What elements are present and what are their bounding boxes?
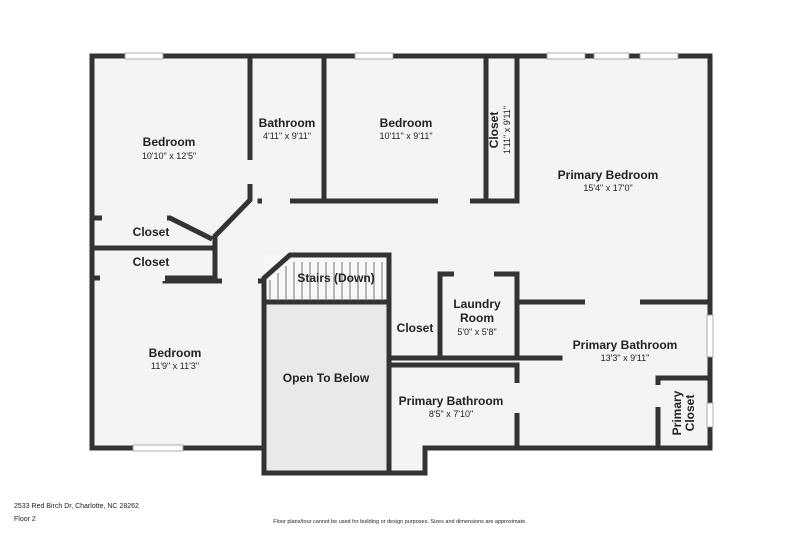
room-label: Bedroom	[380, 116, 433, 130]
room-label: Bathroom	[259, 116, 316, 130]
room-dims: 15'4" x 17'0"	[583, 183, 632, 193]
room-label: Closet	[487, 112, 501, 149]
room-dims: 10'10" x 12'5"	[142, 151, 196, 161]
room-label: Bedroom	[149, 346, 202, 360]
room-dims: 13'3" x 9'11"	[601, 353, 650, 363]
room-label: Closet	[683, 395, 697, 432]
room-label: Primary Bathroom	[573, 338, 678, 352]
room-label: Primary	[670, 390, 684, 435]
window	[124, 52, 164, 60]
room-label: Closet	[133, 225, 170, 239]
stair-treads	[269, 262, 383, 299]
windows	[124, 52, 714, 452]
room-label: Primary Bedroom	[558, 168, 659, 182]
floor-area	[92, 56, 710, 473]
room-label: Closet	[397, 321, 434, 335]
room-labels: Bedroom 10'10" x 12'5" Bathroom 4'11" x …	[133, 106, 697, 435]
room-dims: 1'11" x 9'11"	[502, 106, 512, 154]
open-to-below-area	[264, 302, 389, 473]
room-label: Room	[460, 311, 494, 325]
room-label: Stairs (Down)	[297, 271, 374, 285]
window	[706, 314, 714, 358]
window	[546, 52, 586, 60]
room-label: Bedroom	[143, 135, 196, 149]
door-openings	[100, 160, 661, 413]
window	[593, 52, 630, 60]
window	[706, 402, 714, 428]
room-label: Open To Below	[283, 371, 370, 385]
room-dims: 8'5" x 7'10"	[429, 409, 473, 419]
address-text: 2533 Red Birch Dr, Charlotte, NC 28262	[14, 503, 139, 510]
room-label: Primary Bathroom	[399, 394, 504, 408]
window	[354, 52, 394, 60]
window	[132, 444, 184, 452]
room-dims: 4'11" x 9'11"	[263, 131, 311, 141]
room-dims: 5'0" x 5'8"	[457, 327, 496, 337]
room-label: Closet	[133, 255, 170, 269]
floor-label: Floor 2	[14, 516, 36, 523]
room-dims: 11'9" x 11'3"	[151, 361, 199, 371]
floor-fills	[92, 56, 710, 473]
window	[639, 52, 679, 60]
room-dims: 10'11" x 9'11"	[379, 131, 432, 141]
room-label: Laundry	[453, 297, 501, 311]
disclaimer-text: Floor plans/tour cannot be used for buil…	[273, 519, 527, 525]
